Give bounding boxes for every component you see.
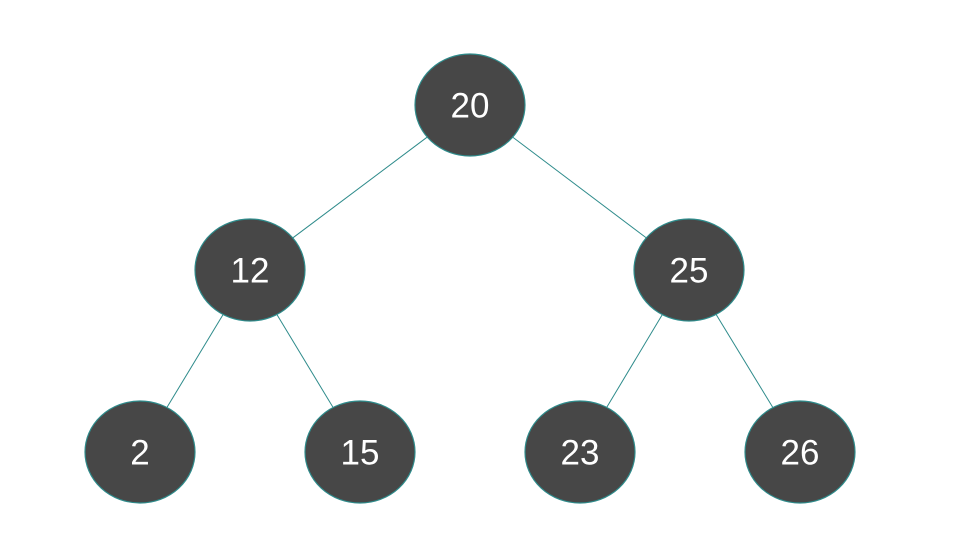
node-circle [414,53,526,157]
node-label: 23 [561,434,600,473]
node-circle [194,218,306,322]
tree-node: 26 [744,400,856,504]
tree-node: 20 [414,53,526,157]
tree-edge-n12-n15 [276,314,334,408]
tree-edge-n12-n2 [166,314,224,408]
node-circle [84,400,196,504]
tree-node: 2 [84,400,196,504]
node-label: 26 [781,434,820,473]
node-label: 20 [451,87,490,126]
node-label: 2 [130,434,149,473]
node-circle [304,400,416,504]
node-label: 25 [670,252,709,291]
node-label: 15 [341,434,380,473]
tree-node: 12 [194,218,306,322]
nodes-layer: 20 12 25 2 15 23 26 [84,53,856,504]
tree-node: 25 [633,218,745,322]
tree-edge-n20-n25 [512,136,647,239]
node-label: 12 [231,252,270,291]
tree-edge-n25-n26 [715,314,774,408]
tree-node: 15 [304,400,416,504]
node-circle [524,400,636,504]
node-circle [744,400,856,504]
tree-edge-n20-n12 [292,136,428,239]
tree-edge-n25-n23 [606,314,663,408]
tree-node: 23 [524,400,636,504]
node-circle [633,218,745,322]
edges-layer [166,136,774,408]
